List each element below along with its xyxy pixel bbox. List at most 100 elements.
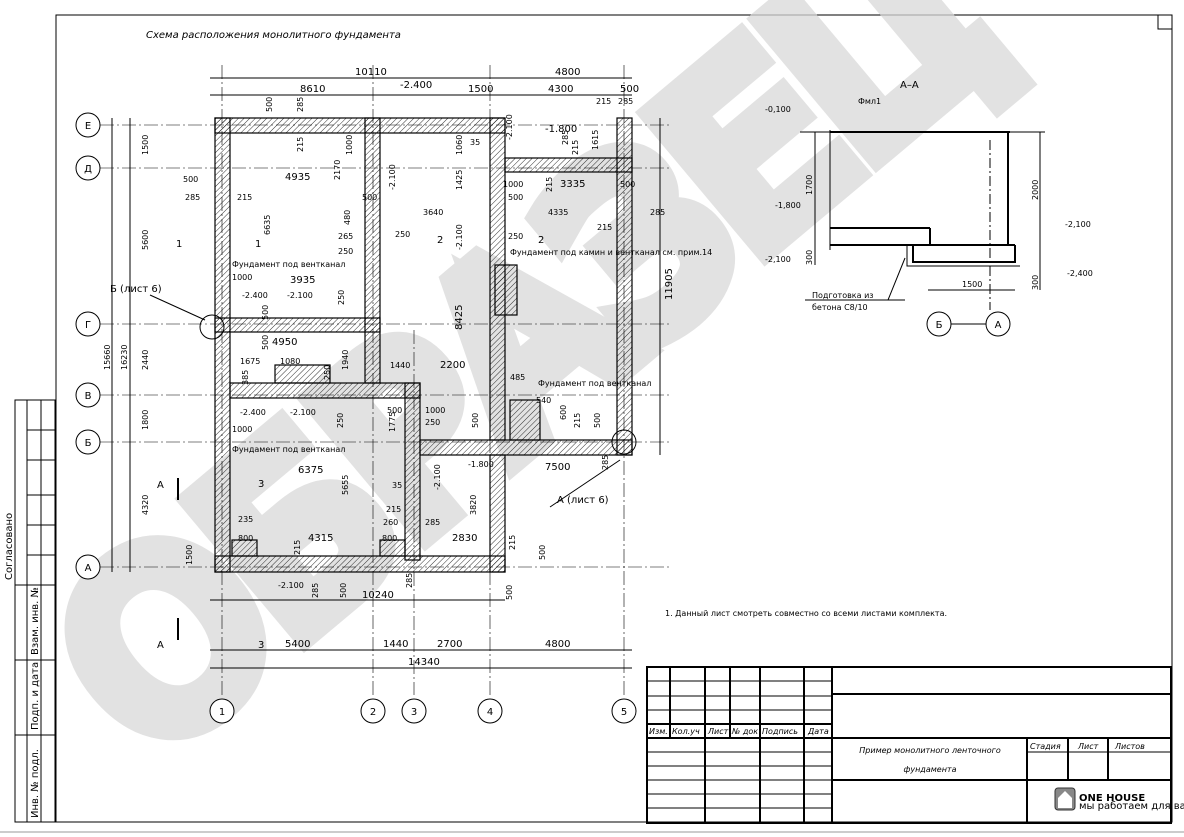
label-plan-dims_mid-61: 3 <box>258 479 264 490</box>
label-plan-dims_mid-19: -2.100 <box>455 224 464 250</box>
label-plan-dims_mid-0: 500 <box>183 175 198 184</box>
label-plan-dims_mid-66: 285 <box>425 518 440 527</box>
label-plan-dims_mid-12: 285 <box>650 208 665 217</box>
left-stamp: Согласовано Взам. инв. № Подп. и дата Ин… <box>4 399 56 823</box>
stamp-inv-orig: Инв. № подл. <box>30 749 41 818</box>
label-plan-dims_mid-24: -2.400 <box>242 291 268 300</box>
label-plan-dims_mid-1: 285 <box>185 193 200 202</box>
label-plan-dims_mid-21: 1 <box>255 239 261 250</box>
column-axis-markers: 1 2 3 4 5 <box>209 698 637 724</box>
axis-row-label: Е <box>85 121 91 132</box>
stamp-replace-inv: Взам. инв. № <box>30 587 41 655</box>
note-ventilation: Фундамент под вентканал <box>232 260 345 269</box>
label-plan-dims_mid-45: 250 <box>425 418 440 427</box>
rect-shape <box>646 666 1172 824</box>
stamp-sign-date: Подп. и дата <box>30 662 41 730</box>
section-mark-a-bottom: А <box>157 640 164 651</box>
one-house-logo: ONE HOUSE мы работаем для вас <box>1054 787 1184 812</box>
note-fireplace: Фундамент под камин и вентканал см. прим… <box>510 248 712 257</box>
label-plan-dims_bottom-3: 2700 <box>437 639 462 650</box>
label-section-dims-0: 1700 <box>805 175 814 195</box>
rect-shape <box>274 364 331 384</box>
concrete-note-1: Подготовка из <box>812 291 874 300</box>
label-plan-dims_mid-39: 1000 <box>232 425 252 434</box>
label-title_block-stage_headers-1: Лист <box>1077 742 1099 751</box>
label-plan-dims_mid-18: 2 <box>538 235 544 246</box>
label-plan-dims_top-22: 3335 <box>560 179 585 190</box>
label-plan-dims_mid-55: 7500 <box>545 462 570 473</box>
label-plan-dims_mid-53: 285 <box>601 455 610 470</box>
label-plan-dims_mid-17: 2 <box>437 235 443 246</box>
label-plan-dims_top-4: 1500 <box>468 84 493 95</box>
label-section-levels-0: -0,100 <box>765 105 791 114</box>
label-plan-dims_mid-64: 215 <box>386 505 401 514</box>
label-plan-dims_mid-9: 3640 <box>423 208 443 217</box>
label-plan-dims_mid-78: 285 <box>405 573 414 588</box>
label-plan-dims_mid-58: 35 <box>392 481 402 490</box>
label-plan-dims_mid-42: 500 <box>387 406 402 415</box>
label-plan-dims_mid-50: 600 <box>559 405 568 420</box>
rect-shape <box>494 264 518 316</box>
drawing-title: Схема расположения монолитного фундамент… <box>146 30 401 41</box>
rect-shape <box>214 317 381 333</box>
label-title_block-logo_name: ONE HOUSE <box>1079 793 1145 804</box>
label-plan-dims_mid-15: 250 <box>338 247 353 256</box>
note-ventilation: Фундамент под вентканал <box>232 445 345 454</box>
label-title_block-headers-5: Дата <box>807 727 829 736</box>
polyline-shape <box>912 245 1016 263</box>
label-plan-dims_top-3: -2.400 <box>400 80 432 91</box>
label-section-axis_from: Б <box>936 320 943 331</box>
rect-shape <box>489 454 506 573</box>
plan-notes: Фундамент под вентканал Фундамент под ка… <box>110 248 712 651</box>
label-plan-dims_top-19: 1615 <box>591 130 600 150</box>
label-plan-dims_bottom-2: 1440 <box>383 639 408 650</box>
label-plan-dims_mid-51: 215 <box>573 413 582 428</box>
label-plan-dims_mid-16: 250 <box>508 232 523 241</box>
plan-dims-top: 10110 4800 8610 -2.400 1500 4300 500 215… <box>265 67 639 202</box>
title-block: Изм. Кол.уч Лист № док Подпись Дата Прим… <box>646 666 1184 824</box>
axis-col-label: 2 <box>370 707 376 718</box>
axis-col-label: 1 <box>219 707 225 718</box>
label-plan-dims_top-25: 500 <box>508 193 523 202</box>
label-section-dims-3: 300 <box>1031 275 1040 290</box>
label-plan-dims_mid-36: 2200 <box>440 360 465 371</box>
path-shape <box>1058 791 1072 808</box>
dimension-lines <box>111 77 661 669</box>
label-plan-dims_mid-14: 250 <box>395 230 410 239</box>
label-plan-dims_bottom-0: 10240 <box>362 590 394 601</box>
label-section-dims-4: 1500 <box>962 280 982 289</box>
label-plan-dims_mid-31: 1675 <box>240 357 260 366</box>
label-plan-dims_top-16: 1060 <box>455 135 464 155</box>
label-plan-dims_mid-77: 500 <box>505 585 514 600</box>
line-shape <box>549 459 621 508</box>
circle-shape <box>360 698 386 724</box>
axis-row-label: Б <box>85 438 92 449</box>
rect-shape <box>364 117 381 384</box>
label-plan-dims_mid-49: 540 <box>536 396 551 405</box>
rect-shape <box>616 117 633 456</box>
label-plan-dims_mid-47: 500 <box>471 413 480 428</box>
drawing-name-2: фундамента <box>904 765 957 774</box>
label-plan-dims_top-10: -1.800 <box>545 124 577 135</box>
rect-shape <box>229 382 421 399</box>
label-plan-dims_top-20: 285 <box>561 130 570 145</box>
label-plan-dims_bottom-4: 4800 <box>545 639 570 650</box>
label-title_block-stage_headers-2: Листов <box>1114 742 1145 751</box>
label-plan-dims_mid-54: -1.800 <box>468 460 494 469</box>
label-plan-dims_mid-3: 215 <box>237 193 252 202</box>
label-plan-dims_top-2: 8610 <box>300 84 325 95</box>
row-axis-markers: Е Д Г В Б А <box>75 112 101 580</box>
label-plan-dims_mid-60: 3820 <box>469 495 478 515</box>
circle-shape <box>477 698 503 724</box>
label-title_block-stage_headers-0: Стадия <box>1030 742 1061 751</box>
label-plan-dims_bottom-1: 5400 <box>285 639 310 650</box>
label-title_block-headers-0: Изм. <box>649 727 668 736</box>
label-plan-dims_mid-52: 500 <box>593 413 602 428</box>
rect-shape <box>379 539 406 557</box>
label-plan-dims_mid-56: 6375 <box>298 465 323 476</box>
label-plan-dims_left-4: 2440 <box>141 350 150 370</box>
label-plan-dims_mid-13: 215 <box>597 223 612 232</box>
label-plan-dims_mid-44: 1000 <box>425 406 445 415</box>
label-plan-dims_top-17: 35 <box>470 138 480 147</box>
